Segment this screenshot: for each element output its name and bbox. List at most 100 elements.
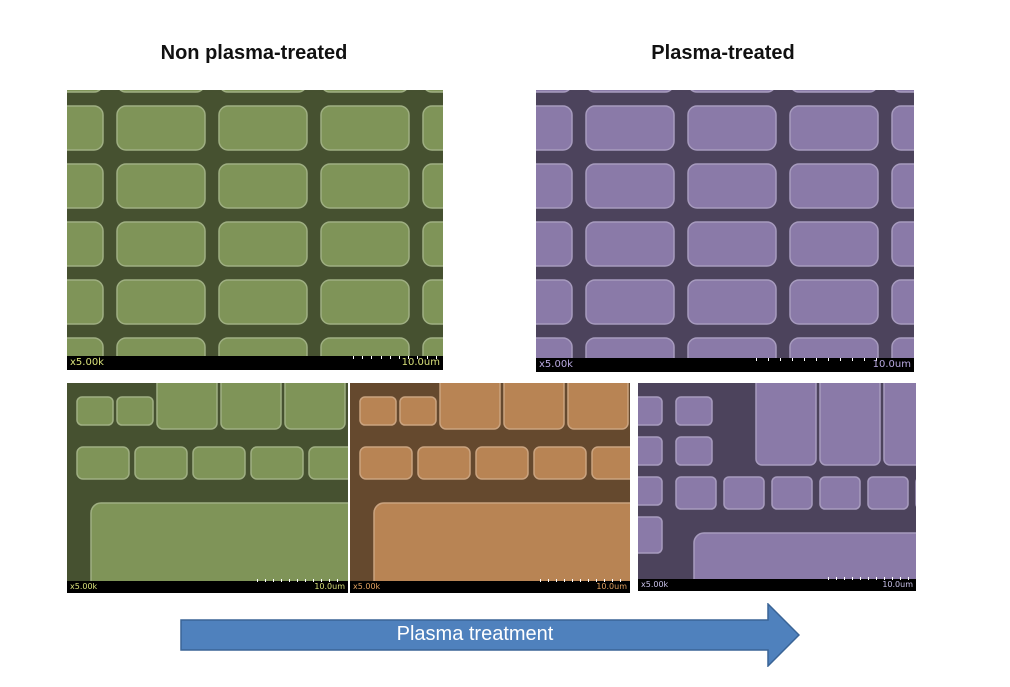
sem-image-non-treated-bottom: x5.00k 10.0um <box>67 383 348 593</box>
scale-tick <box>816 358 817 361</box>
microstructure-block <box>585 105 675 151</box>
plasma-treatment-arrow: Plasma treatment <box>180 602 801 668</box>
microstructure-block <box>819 383 881 466</box>
microstructure-block <box>218 279 308 325</box>
microstructure-block <box>723 476 765 510</box>
microstructure-block <box>536 221 573 267</box>
scale-tick <box>273 579 274 582</box>
microstructure-block <box>425 90 443 93</box>
sem-micrograph <box>638 383 916 591</box>
scale-label: 10.0um <box>872 359 911 370</box>
scale-tick <box>852 358 853 361</box>
scale-ticks <box>353 356 443 359</box>
microstructure-block <box>218 163 308 209</box>
microstructure-block <box>771 476 813 510</box>
microstructure-block <box>359 396 397 426</box>
microstructure-block <box>119 90 203 93</box>
microstructure-block <box>67 279 104 325</box>
scale-tick <box>612 579 613 582</box>
arrow-right-icon <box>180 602 801 668</box>
scale-tick <box>381 356 382 359</box>
heading-plasma-treated: Plasma-treated <box>651 42 795 64</box>
scale-tick <box>620 579 621 582</box>
microstructure-block <box>585 163 675 209</box>
heading-non-plasma-treated: Non plasma-treated <box>160 42 348 64</box>
microstructure-block <box>76 446 130 480</box>
microstructure-block <box>687 279 777 325</box>
scale-tick <box>329 579 330 582</box>
scale-tick <box>892 577 893 580</box>
scale-tick <box>548 579 549 582</box>
scale-tick <box>804 358 805 361</box>
microstructure-block <box>789 221 879 267</box>
scale-tick <box>556 579 557 582</box>
scale-tick <box>864 358 865 361</box>
scale-tick <box>840 358 841 361</box>
scale-tick <box>884 577 885 580</box>
microstructure-block <box>638 396 663 426</box>
scale-tick <box>353 356 354 359</box>
magnification-label: x5.00k <box>641 580 669 589</box>
scale-tick <box>417 356 418 359</box>
microstructure-block <box>399 396 437 426</box>
microstructure-block <box>891 105 914 151</box>
microstructure-block <box>819 476 861 510</box>
scale-tick <box>580 579 581 582</box>
microstructure-block <box>422 279 443 325</box>
sem-micrograph <box>67 383 348 593</box>
scale-tick <box>604 579 605 582</box>
microstructure-block <box>67 90 101 93</box>
scale-tick <box>313 579 314 582</box>
microstructure-block <box>373 502 630 593</box>
sem-info-bar <box>67 356 443 370</box>
microstructure-block <box>320 163 410 209</box>
microstructure-block <box>417 446 471 480</box>
sem-micrograph <box>536 90 914 372</box>
scale-tick <box>828 577 829 580</box>
microstructure-block <box>588 90 672 93</box>
microstructure-block <box>76 396 114 426</box>
microstructure-block <box>638 516 663 554</box>
microstructure-block <box>567 383 629 430</box>
microstructure-block <box>536 163 573 209</box>
scale-tick <box>540 579 541 582</box>
microstructure-block <box>116 163 206 209</box>
magnification-label: x5.00k <box>70 582 98 591</box>
sem-info-bar <box>536 358 914 372</box>
microstructure-block <box>591 446 630 480</box>
microstructure-block <box>789 105 879 151</box>
scale-tick <box>868 577 869 580</box>
scale-tick <box>399 356 400 359</box>
microstructure-block <box>675 436 713 466</box>
magnification-label: x5.00k <box>70 357 104 368</box>
microstructure-block <box>883 383 916 466</box>
microstructure-block <box>690 90 774 93</box>
microstructure-block <box>687 163 777 209</box>
scale-tick <box>564 579 565 582</box>
scale-label: 10.0um <box>401 357 440 368</box>
microstructure-block <box>116 221 206 267</box>
scale-ticks <box>257 579 338 582</box>
microstructure-block <box>867 476 909 510</box>
microstructure-block <box>90 502 348 593</box>
microstructure-block <box>693 532 916 591</box>
scale-tick <box>756 358 757 361</box>
scale-tick <box>852 577 853 580</box>
scale-tick <box>390 356 391 359</box>
microstructure-block <box>687 105 777 151</box>
scale-tick <box>321 579 322 582</box>
scale-tick <box>436 356 437 359</box>
scale-tick <box>828 358 829 361</box>
scale-tick <box>257 579 258 582</box>
microstructure-block <box>116 396 154 426</box>
scale-tick <box>900 577 901 580</box>
sem-info-bar <box>350 581 630 593</box>
microstructure-block <box>536 279 573 325</box>
scale-tick <box>362 356 363 359</box>
microstructure-block <box>891 279 914 325</box>
scale-tick <box>305 579 306 582</box>
microstructure-block <box>116 279 206 325</box>
sem-image-plasma-treated-bottom: x5.00k 10.0um <box>638 383 916 591</box>
scale-tick <box>281 579 282 582</box>
microstructure-block <box>422 163 443 209</box>
